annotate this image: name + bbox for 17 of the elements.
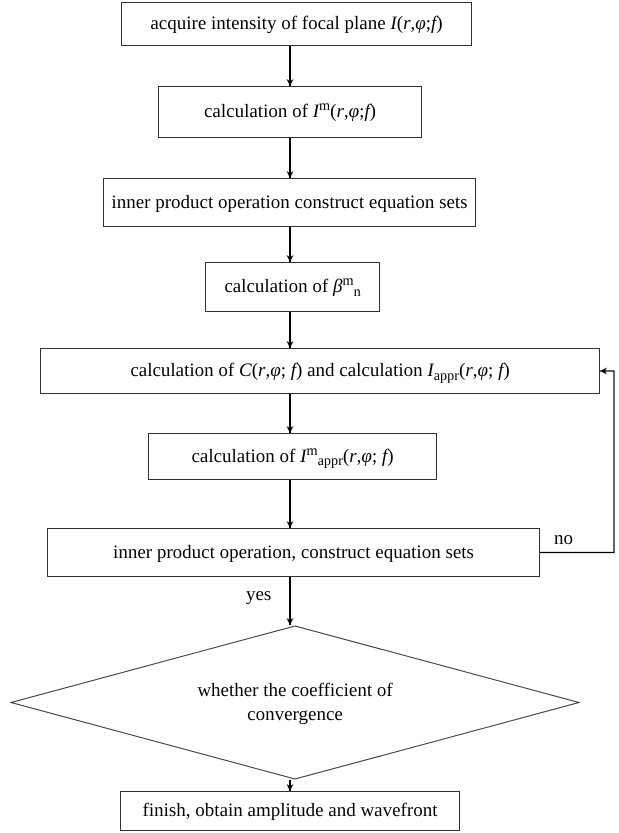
arrow xyxy=(286,577,294,625)
arrow xyxy=(286,312,294,348)
process-box: acquire intensity of focal plane I(r,φ;f) xyxy=(121,2,472,46)
arrow xyxy=(286,138,294,178)
arrow xyxy=(286,780,294,791)
process-box: calculation of I$^{m}$(r,φ;f) xyxy=(158,86,422,138)
decision-diamond: whether the coefficient of convergence xyxy=(10,625,580,780)
arrow xyxy=(286,46,294,86)
process-box: calculation of I$^{m}$$_{appr}$(r,φ; f) xyxy=(148,433,437,480)
process-box: calculation of C(r,φ; f) and calculation I$_{appr}$(r,φ; f) xyxy=(40,348,600,394)
process-box: finish, obtain amplitude and wavefront xyxy=(120,791,460,831)
arrow xyxy=(540,368,615,554)
process-box: inner product operation, construct equation sets xyxy=(47,528,540,577)
process-box: inner product operation construct equation sets xyxy=(103,178,476,227)
arrow xyxy=(286,227,294,262)
arrow xyxy=(286,394,294,433)
arrow xyxy=(286,480,294,528)
